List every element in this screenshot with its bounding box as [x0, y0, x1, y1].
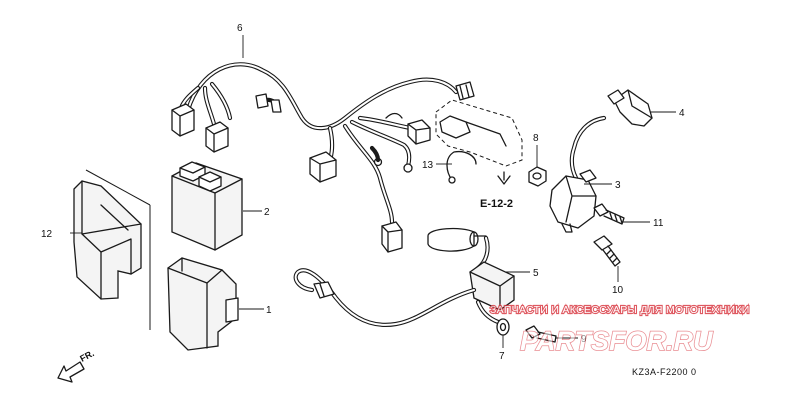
callout-8: 8 [533, 133, 539, 144]
part-3-ignition-coil[interactable] [549, 115, 607, 233]
callout-13: 13 [422, 160, 434, 171]
part-11-bolt[interactable] [593, 203, 625, 225]
callout-11: 11 [653, 218, 664, 229]
part-13-clip[interactable] [446, 150, 477, 184]
leader-lines [70, 35, 676, 348]
callout-numbers: 6 2 1 12 13 8 4 3 11 5 10 9 7 [41, 23, 685, 362]
callout-1: 1 [266, 305, 272, 316]
front-label: FR. [78, 348, 95, 364]
part-1-housing[interactable] [167, 257, 239, 351]
watermark-logo: PARTSFOR.RU [520, 326, 714, 356]
callout-2: 2 [264, 207, 270, 218]
callout-6: 6 [237, 23, 243, 34]
drawing-code: KZ3A-F2200 0 [632, 367, 697, 377]
callout-12: 12 [41, 229, 53, 240]
callout-4: 4 [679, 108, 685, 119]
callout-5: 5 [533, 268, 539, 279]
part-4-plug-cap[interactable] [607, 89, 653, 127]
part-9-bolt[interactable] [525, 325, 557, 343]
callout-10: 10 [612, 285, 624, 296]
part-7-grommet[interactable] [496, 318, 510, 336]
callout-9: 9 [581, 334, 587, 345]
reference-label[interactable]: E-12-2 [480, 198, 513, 210]
watermark-text: ЗАПЧАСТИ И АКСЕССУАРЫ ДЛЯ МОТОТЕХНИКИ [490, 304, 750, 316]
part-6-wire-harness[interactable] [171, 62, 475, 253]
watermark: ЗАПЧАСТИ И АКСЕССУАРЫ ДЛЯ МОТОТЕХНИКИ PA… [489, 303, 750, 357]
part-5-regulator[interactable] [293, 227, 515, 327]
part-2-module[interactable] [171, 161, 243, 251]
reference-assembly-outline [435, 99, 523, 185]
callout-7: 7 [499, 351, 505, 362]
front-arrow-icon [57, 361, 85, 383]
part-8-nut[interactable] [528, 166, 547, 187]
part-10-bolt[interactable] [593, 235, 621, 267]
part-12-holder[interactable] [73, 180, 142, 300]
front-direction-indicator: FR. [57, 348, 96, 383]
frame-outline [85, 169, 151, 330]
callout-3: 3 [615, 180, 621, 191]
